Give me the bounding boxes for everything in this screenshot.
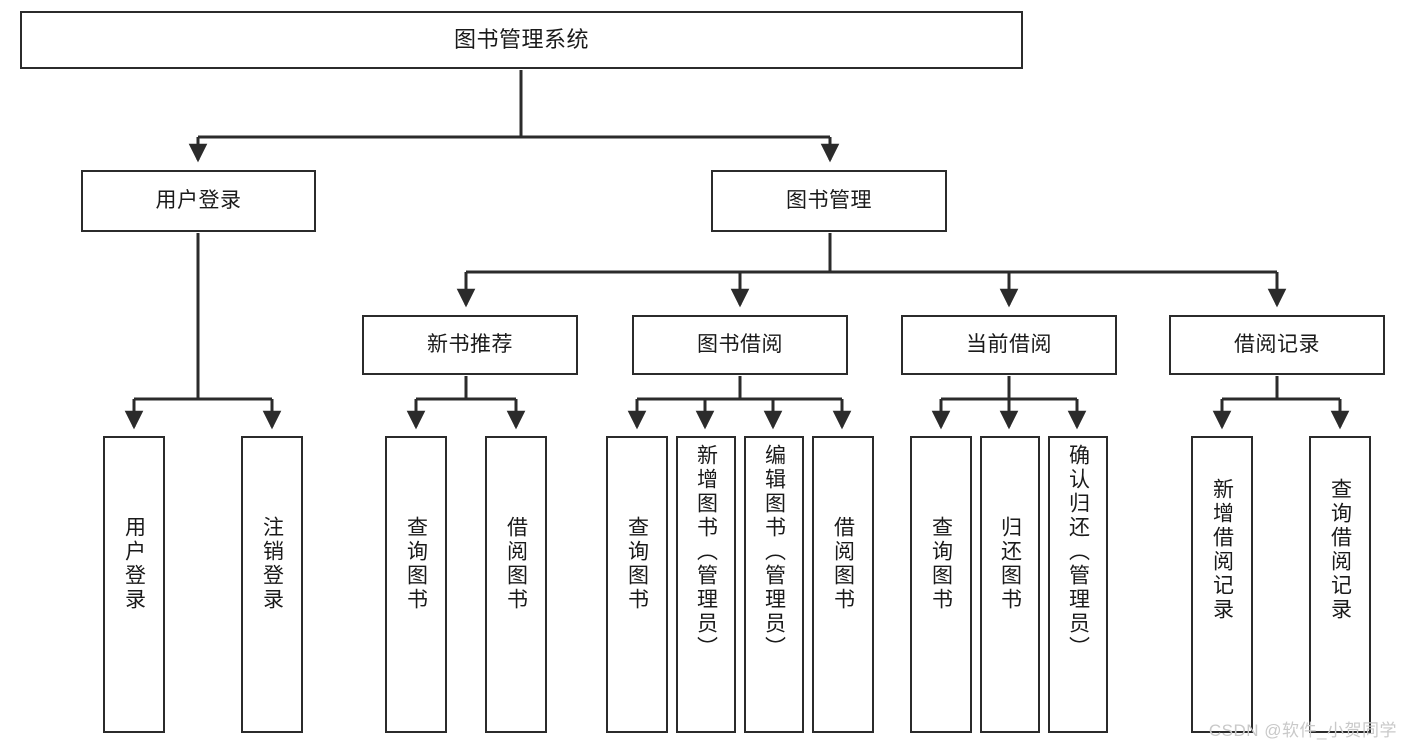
node-current-borrow[interactable]: 当前借阅 xyxy=(901,315,1117,375)
node-leaf-confirm-return-admin[interactable]: 确认归还（管理员） xyxy=(1048,436,1108,733)
node-label: 查询图书 xyxy=(625,516,649,612)
node-label: 注销登录 xyxy=(260,516,284,612)
node-user-login[interactable]: 用户登录 xyxy=(81,170,316,232)
node-label: 查询图书 xyxy=(404,516,428,612)
node-label: 借阅记录 xyxy=(1234,332,1320,356)
node-leaf-query-borrow-record[interactable]: 查询借阅记录 xyxy=(1309,436,1371,733)
node-label: 图书借阅 xyxy=(697,332,783,356)
node-label: 确认归还（管理员） xyxy=(1066,444,1090,660)
node-label: 用户登录 xyxy=(122,516,146,612)
node-label: 归还图书 xyxy=(998,516,1022,612)
node-leaf-borrow-query-book[interactable]: 查询图书 xyxy=(606,436,668,733)
node-leaf-return-book[interactable]: 归还图书 xyxy=(980,436,1040,733)
node-leaf-edit-book-admin[interactable]: 编辑图书（管理员） xyxy=(744,436,804,733)
node-root-book-management-system[interactable]: 图书管理系统 xyxy=(20,11,1023,69)
node-label: 借阅图书 xyxy=(831,516,855,612)
node-label: 图书管理系统 xyxy=(453,27,589,53)
node-label: 新书推荐 xyxy=(427,332,513,356)
node-label: 当前借阅 xyxy=(966,332,1052,356)
node-leaf-current-query-book[interactable]: 查询图书 xyxy=(910,436,972,733)
node-leaf-add-book-admin[interactable]: 新增图书（管理员） xyxy=(676,436,736,733)
node-label: 编辑图书（管理员） xyxy=(762,444,786,660)
node-label: 图书管理 xyxy=(786,188,872,212)
node-label: 查询借阅记录 xyxy=(1328,478,1352,622)
node-book-borrow[interactable]: 图书借阅 xyxy=(632,315,848,375)
node-leaf-user-logout[interactable]: 注销登录 xyxy=(241,436,303,733)
node-label: 查询图书 xyxy=(929,516,953,612)
node-label: 新增图书（管理员） xyxy=(694,444,718,660)
node-leaf-recommend-borrow-book[interactable]: 借阅图书 xyxy=(485,436,547,733)
node-borrow-record[interactable]: 借阅记录 xyxy=(1169,315,1385,375)
node-leaf-add-borrow-record[interactable]: 新增借阅记录 xyxy=(1191,436,1253,733)
node-leaf-recommend-query-book[interactable]: 查询图书 xyxy=(385,436,447,733)
node-label: 用户登录 xyxy=(155,188,242,212)
node-new-book-recommend[interactable]: 新书推荐 xyxy=(362,315,578,375)
node-leaf-user-login[interactable]: 用户登录 xyxy=(103,436,165,733)
node-label: 新增借阅记录 xyxy=(1210,478,1234,622)
node-book-manage[interactable]: 图书管理 xyxy=(711,170,947,232)
node-label: 借阅图书 xyxy=(504,516,528,612)
node-leaf-borrow-book[interactable]: 借阅图书 xyxy=(812,436,874,733)
